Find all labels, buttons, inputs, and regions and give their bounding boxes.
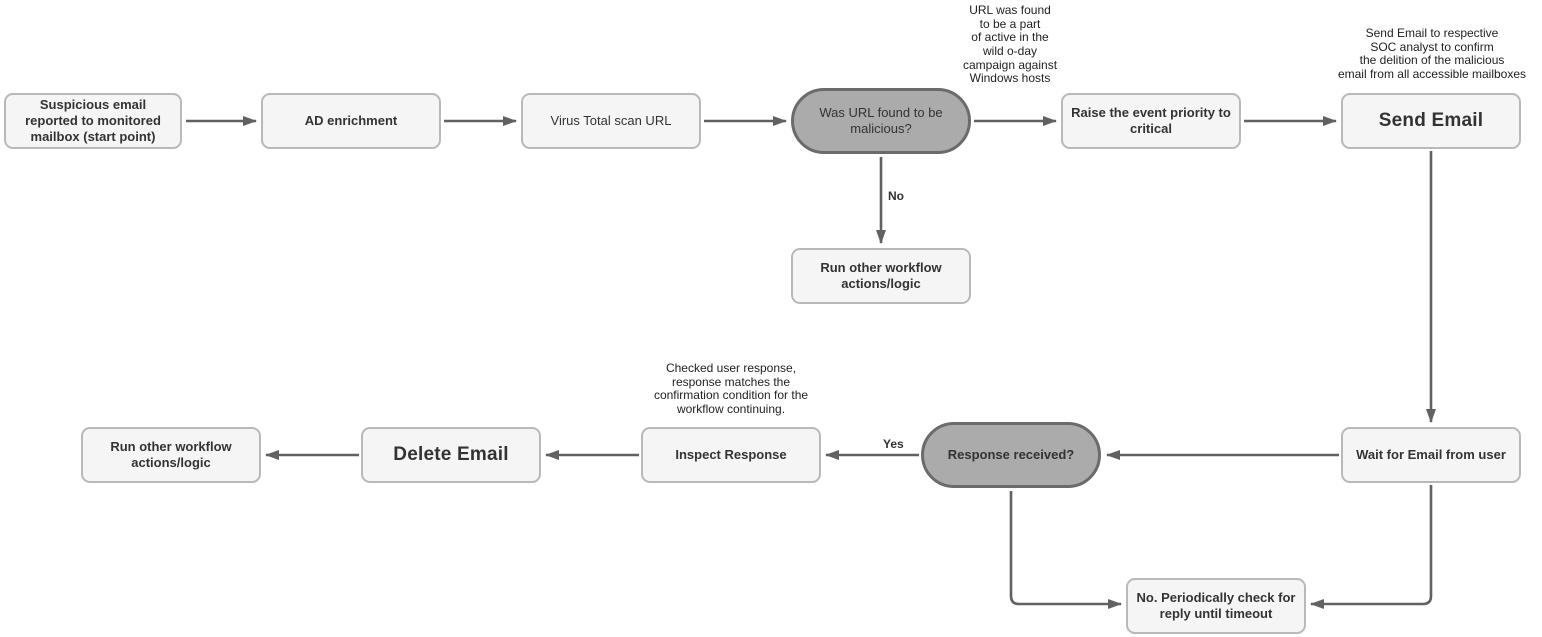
node-start: Suspicious email reported to monitored m… (4, 93, 182, 149)
node-wait-for-email: Wait for Email from user (1341, 427, 1521, 483)
decision-url-malicious: Was URL found to be malicious? (791, 88, 971, 154)
connector-response-received-to-periodic-check (1009, 491, 1122, 609)
edge-label-no: No (888, 189, 904, 203)
node-run-other-workflow-bottom: Run other workflow actions/logic (81, 427, 261, 483)
annotation-send-email-note: Send Email to respective SOC analyst to … (1337, 26, 1527, 82)
annotation-response-check-note: Checked user response, response matches … (653, 361, 809, 417)
edge-label-yes: Yes (883, 437, 904, 451)
node-ad-enrichment: AD enrichment (261, 93, 441, 149)
connector-wait-to-periodic-check (1310, 485, 1433, 609)
node-run-other-workflow-top: Run other workflow actions/logic (791, 248, 971, 304)
node-send-email: Send Email (1341, 93, 1521, 149)
node-virustotal-scan: Virus Total scan URL (521, 93, 701, 149)
node-delete-email: Delete Email (361, 427, 541, 483)
node-periodic-check: No. Periodically check for reply until t… (1126, 578, 1306, 634)
decision-response-received: Response received? (921, 422, 1101, 488)
annotation-zero-day-campaign: URL was found to be a part of active in … (962, 3, 1058, 86)
node-inspect-response: Inspect Response (641, 427, 821, 483)
node-raise-priority: Raise the event priority to critical (1061, 93, 1241, 149)
